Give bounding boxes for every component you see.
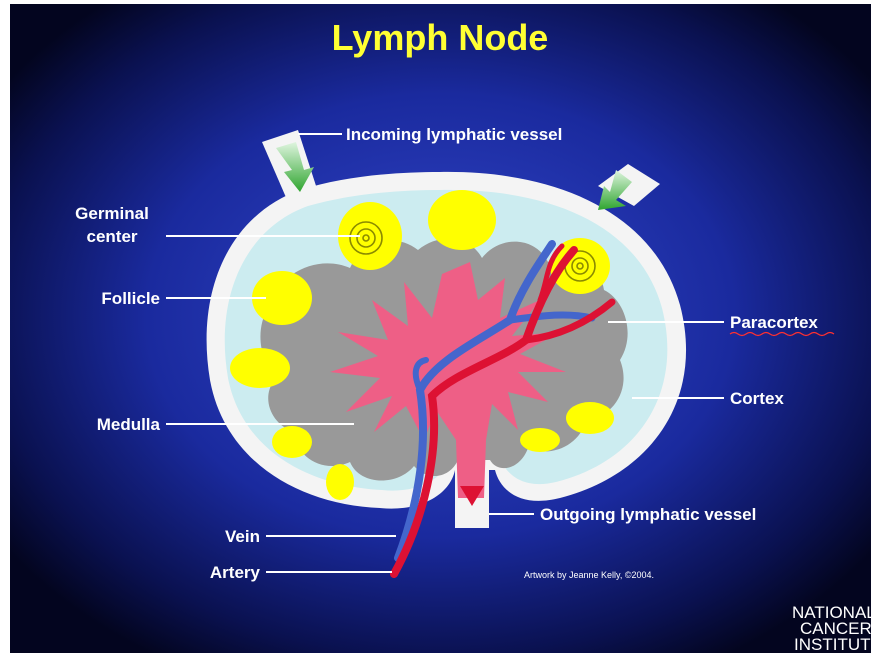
follicle [326,464,354,500]
artwork-credit: Artwork by Jeanne Kelly, ©2004. [524,570,654,580]
diagram-title: Lymph Node [332,17,549,58]
label-cortex: Cortex [730,389,784,408]
label-medulla: Medulla [97,415,161,434]
label-germinal-line2: center [86,227,137,246]
follicle [428,190,496,250]
label-outgoing-vessel: Outgoing lymphatic vessel [540,505,756,524]
follicle [272,426,312,458]
label-vein: Vein [225,527,260,546]
label-artery: Artery [210,563,261,582]
logo-line3: INSTITUTE [794,635,871,653]
nci-logo: NATIONAL CANCER INSTITUTE [792,603,871,653]
label-paracortex: Paracortex [730,313,818,332]
follicle [230,348,290,388]
follicle [520,428,560,452]
label-incoming-vessel: Incoming lymphatic vessel [346,125,562,144]
label-follicle: Follicle [101,289,160,308]
label-germinal-line1: Germinal [75,204,149,223]
follicle [566,402,614,434]
